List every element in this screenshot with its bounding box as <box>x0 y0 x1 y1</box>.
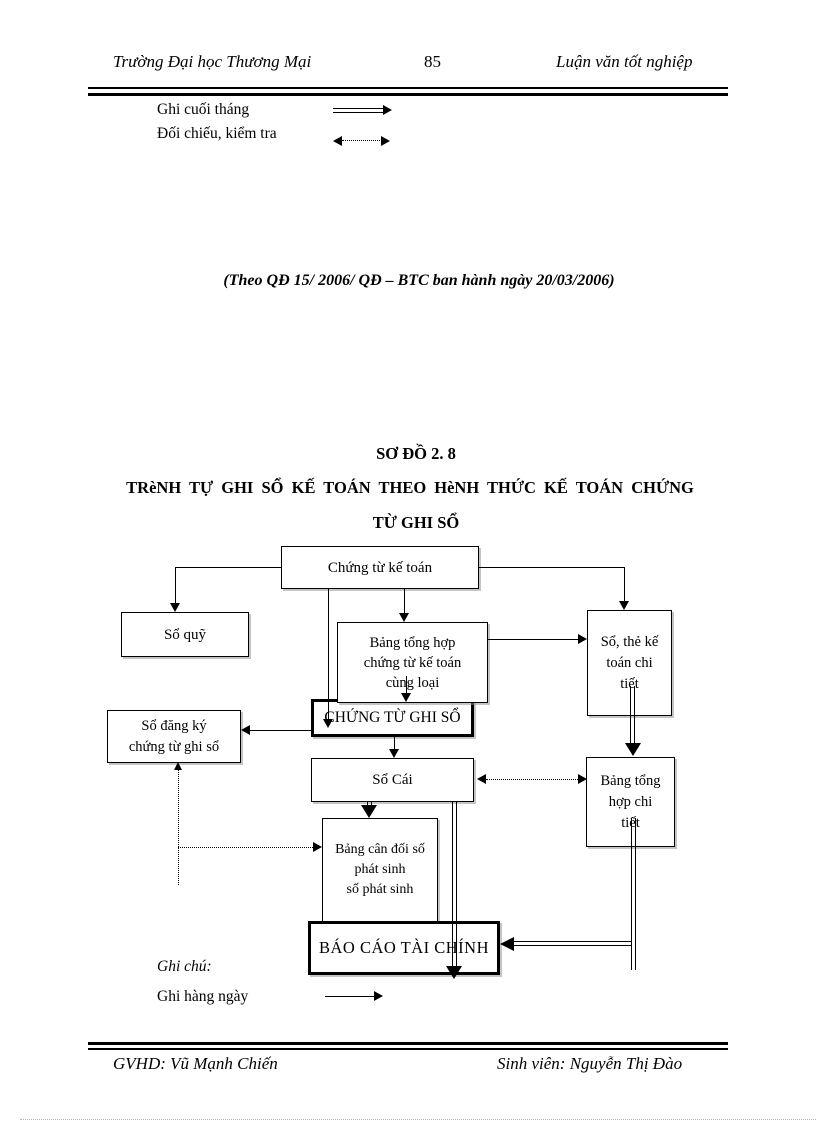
node-chung-tu-ke-toan: Chứng từ kế toán <box>281 546 479 589</box>
node-label-line: Bảng tổng <box>600 772 661 789</box>
header-thesis: Luận văn tốt nghiệp <box>556 52 693 71</box>
node-label-line: hợp chi <box>608 793 653 810</box>
arrow-down-icon <box>399 613 409 622</box>
node-label: Sổ quỹ <box>163 626 207 643</box>
node-label-line: số phát sinh <box>346 882 414 897</box>
legend-daily-label: Ghi hàng ngày <box>157 988 249 1005</box>
legend-caption: Ghi chú: <box>157 958 212 975</box>
node-label-line: Bảng tổng hợp <box>369 634 456 651</box>
node-so-the-ke-toan-chi-tiet: Sổ, thẻ kế toán chi tiết <box>587 610 672 716</box>
line <box>404 589 405 614</box>
node-label-line: tiết <box>621 814 640 831</box>
footer-advisor: GVHD: Vũ Mạnh Chiến <box>113 1054 278 1073</box>
double-line <box>631 818 637 970</box>
arrow-down-icon <box>389 749 399 758</box>
node-label-line: Sổ, thẻ kế <box>600 633 659 650</box>
arrow-up-icon <box>174 762 182 770</box>
legend-month-label: Ghi cuối tháng <box>157 101 250 118</box>
diagram-number-title: SƠ ĐỒ 2. 8 <box>376 444 456 463</box>
arrow-right-icon <box>374 991 383 1001</box>
node-so-quy: Sổ quỹ <box>121 612 249 657</box>
scan-edge-dotted-rule <box>20 1119 816 1120</box>
node-label-line: phát sinh <box>354 862 406 877</box>
line <box>328 589 329 720</box>
arrow-right-icon <box>381 136 390 146</box>
double-line <box>630 686 636 744</box>
decision-note: (Theo QĐ 15/ 2006/ QĐ – BTC ban hành ngà… <box>223 272 615 289</box>
arrow-right-icon <box>313 842 322 852</box>
arrow-down-icon <box>625 743 641 756</box>
footer-rule <box>88 1042 728 1050</box>
arrow-down-icon <box>170 603 180 612</box>
arrow-left-icon <box>241 725 250 735</box>
node-label: Sổ Cái <box>372 772 413 788</box>
node-chung-tu-ghi-so: CHỨNG TỪ GHI SỔ <box>311 699 474 737</box>
legend-check-label: Đối chiếu, kiểm tra <box>157 125 277 142</box>
line <box>175 567 281 568</box>
diagram-title-line3: TỪ GHI SỔ <box>372 513 460 532</box>
arrow-right-icon <box>578 774 587 784</box>
node-label: Chứng từ kế toán <box>327 559 433 576</box>
arrow-down-icon <box>619 601 629 610</box>
node-bang-tong-hop-chi-tiet: Bảng tổng hợp chi tiết <box>586 757 675 847</box>
node-bang-tong-hop-chung-tu: Bảng tổng hợp chứng từ kế toán cùng loại <box>337 622 488 703</box>
dotted-line <box>178 847 313 848</box>
node-label-line: Bảng cân đối số <box>335 842 425 857</box>
header-page-number: 85 <box>424 52 441 71</box>
double-line <box>513 941 631 947</box>
dotted-line <box>342 140 382 141</box>
node-label-line: tiết <box>620 675 639 692</box>
arrow-right-icon <box>383 105 392 115</box>
arrow-left-icon <box>500 937 514 951</box>
footer-student: Sinh viên: Nguyễn Thị Đào <box>497 1054 683 1073</box>
arrow-down-icon <box>446 966 462 979</box>
line <box>406 676 407 693</box>
header-school: Trường Đại học Thương Mại <box>113 52 312 71</box>
node-label-line: chứng từ ghi sổ <box>128 738 220 755</box>
line <box>325 996 375 997</box>
node-so-dang-ky: Sổ đăng ký chứng từ ghi sổ <box>107 710 241 763</box>
dotted-line <box>178 770 179 885</box>
dotted-line <box>486 779 578 780</box>
arrow-right-icon <box>578 634 587 644</box>
header-rule <box>88 87 728 96</box>
node-label-line: Sổ đăng ký <box>141 717 207 734</box>
line <box>175 567 176 604</box>
arrow-down-icon <box>401 693 411 702</box>
arrow-down-icon <box>361 805 377 818</box>
double-line <box>452 802 458 967</box>
line <box>624 567 625 602</box>
arrow-down-icon <box>323 719 333 728</box>
arrow-left-icon <box>333 136 342 146</box>
double-line <box>333 108 383 114</box>
line <box>250 730 311 731</box>
arrow-left-icon <box>477 774 486 784</box>
line <box>479 567 625 568</box>
line <box>394 737 395 749</box>
node-label: BÁO CÁO TÀI CHÍNH <box>319 938 489 957</box>
node-label: CHỨNG TỪ GHI SỔ <box>324 709 461 726</box>
node-bang-can-doi: Bảng cân đối số phát sinh số phát sinh <box>322 818 438 922</box>
diagram-title-line2: TRèNH TỰ GHI SỔ KẾ TOÁN THEO HèNH THỨC K… <box>126 478 694 497</box>
node-label-line: toán chi <box>606 654 653 671</box>
line <box>488 639 578 640</box>
node-label-line: cùng loại <box>385 674 440 691</box>
node-so-cai: Sổ Cái <box>311 758 474 802</box>
node-bao-cao-tai-chinh: BÁO CÁO TÀI CHÍNH <box>308 921 500 975</box>
double-line <box>367 802 373 806</box>
node-label-line: chứng từ kế toán <box>363 654 462 671</box>
